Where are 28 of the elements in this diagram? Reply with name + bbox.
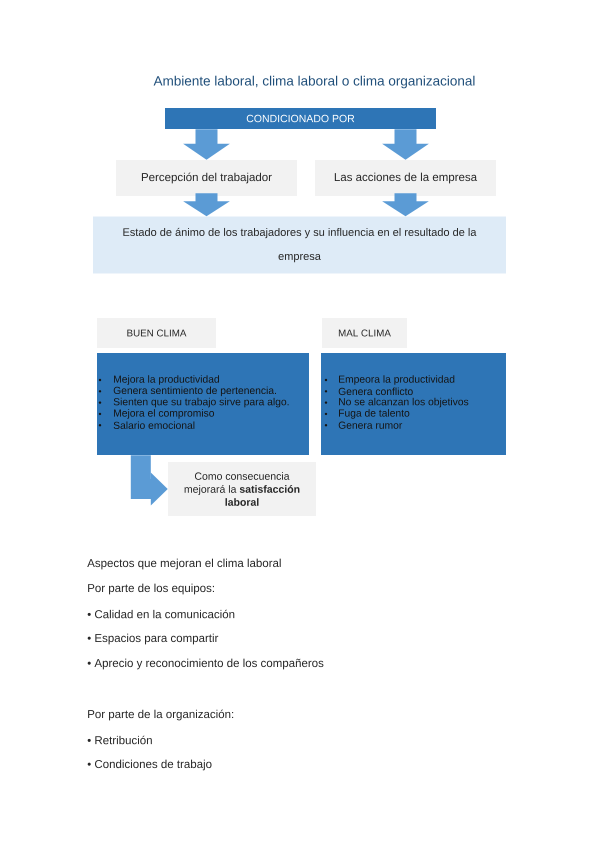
heading-box: MAL CLIMA: [322, 318, 407, 348]
subheading-text: Por parte de los equipos:: [88, 584, 214, 594]
list-item: Genera conflicto: [338, 388, 413, 396]
list-item: Genera sentimiento de pertenencia.: [114, 386, 276, 396]
list-item: • Condiciones de trabajo: [88, 760, 212, 770]
list-item: Sienten que su trabajo sirve para algo.: [114, 398, 289, 408]
list-item: Mejora el compromiso: [114, 409, 214, 419]
list-item: Mejora la productividad: [114, 375, 219, 385]
list-item: • Calidad en la comunicación: [88, 610, 234, 618]
list-item: Salario emocional: [114, 421, 194, 429]
list-item: Genera rumor: [338, 422, 402, 429]
title: Ambiente laboral, clima laboral o clima organizacional: [154, 76, 474, 88]
list-box: [97, 353, 309, 455]
header-bar: CONDICIONADO POR: [165, 108, 436, 129]
text-box: Como consecuencia mejorará la satisfacción laboral: [168, 462, 316, 516]
subheading-text: Por parte de la organización:: [88, 710, 234, 720]
result-box: Estado de ánimo de los trabajadores y su influencia en el resultado de la empresa: [93, 216, 506, 274]
heading-text: Aspectos que mejoran el clima laboral: [87, 558, 281, 570]
list-item: • Aprecio y reconocimiento de los compañeros: [88, 658, 324, 670]
list-item: • Espacios para compartir: [88, 634, 218, 644]
text-box: Las acciones de la empresa: [315, 160, 496, 196]
heading-box: BUEN CLIMA: [97, 318, 216, 348]
text-box: Percepción del trabajador: [116, 160, 297, 196]
list-item: Empeora la productividad: [339, 375, 454, 385]
list-item: Fuga de talento: [339, 409, 410, 419]
list-item: No se alcanzan los objetivos: [339, 398, 468, 408]
list-item: • Retribución: [88, 736, 152, 744]
list-box: [321, 353, 506, 455]
